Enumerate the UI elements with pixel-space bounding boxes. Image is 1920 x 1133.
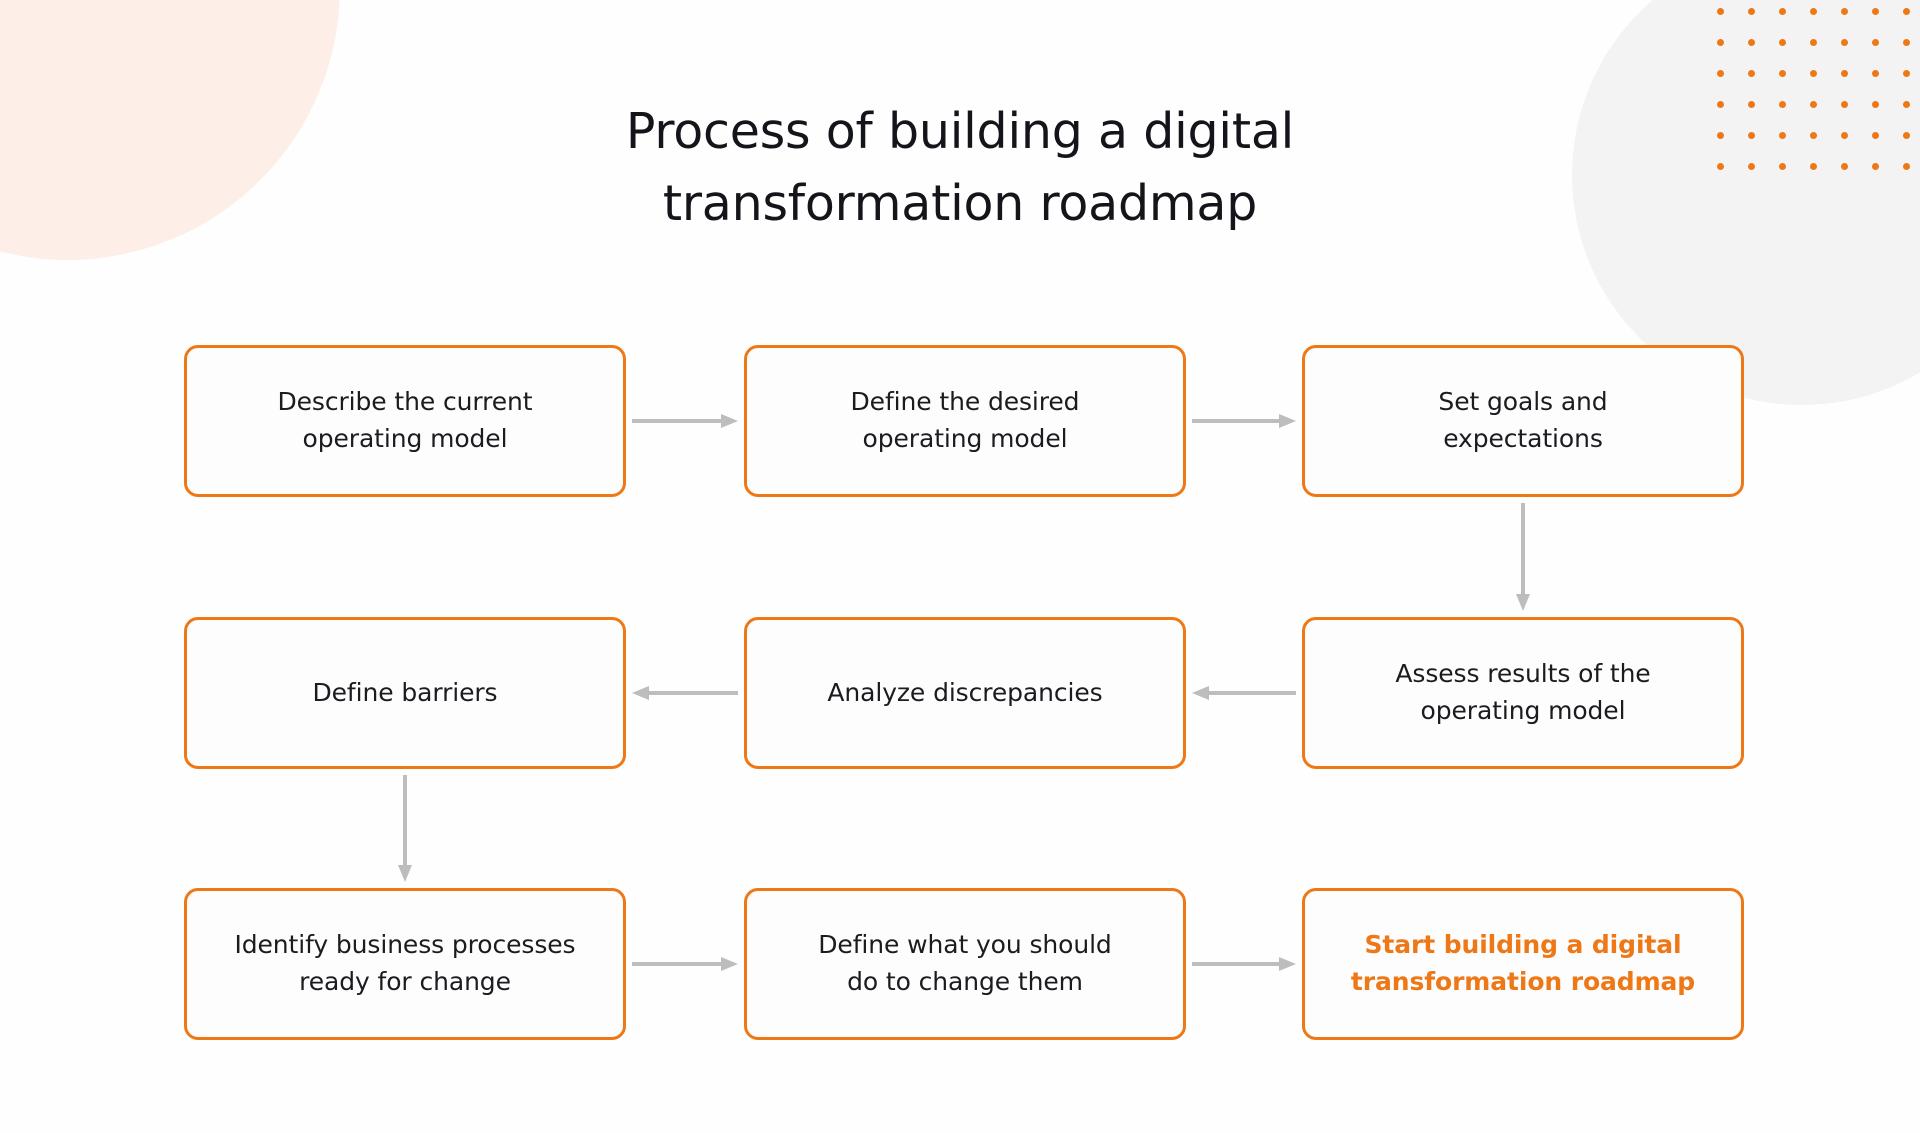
decorative-dot: [1810, 39, 1817, 46]
arrow-left-icon-n4-n5: [1192, 686, 1296, 700]
flow-node-analyze-discrepancies[interactable]: Analyze discrepancies: [744, 617, 1186, 769]
arrow-head: [721, 957, 738, 971]
arrow-shaft: [1192, 419, 1280, 423]
decorative-dot: [1748, 70, 1755, 77]
decorative-dot: [1872, 101, 1879, 108]
decorative-dot: [1903, 132, 1910, 139]
arrow-head: [1192, 686, 1209, 700]
decorative-dot: [1748, 8, 1755, 15]
flow-node-start-building-roadmap[interactable]: Start building a digital transformation …: [1302, 888, 1744, 1040]
arrow-shaft: [1521, 503, 1525, 595]
decorative-dot: [1841, 39, 1848, 46]
arrow-shaft: [1208, 691, 1296, 695]
arrow-shaft: [403, 775, 407, 866]
decorative-dot: [1779, 39, 1786, 46]
flow-node-assess-results-of-operating-model[interactable]: Assess results of the operating model: [1302, 617, 1744, 769]
decorative-dot: [1779, 8, 1786, 15]
arrow-head: [1279, 414, 1296, 428]
flow-node-define-desired-operating-model[interactable]: Define the desired operating model: [744, 345, 1186, 497]
decorative-dot: [1748, 132, 1755, 139]
flow-node-define-what-you-should-do[interactable]: Define what you should do to change them: [744, 888, 1186, 1040]
decorative-dot: [1717, 163, 1724, 170]
decorative-dot: [1903, 163, 1910, 170]
decorative-dot: [1748, 39, 1755, 46]
arrow-head: [398, 865, 412, 882]
decorative-dot: [1810, 132, 1817, 139]
decorative-dot: [1717, 70, 1724, 77]
decorative-dot: [1841, 70, 1848, 77]
decorative-dot: [1810, 8, 1817, 15]
arrow-head: [1516, 594, 1530, 611]
arrow-shaft: [648, 691, 738, 695]
arrow-down-icon-n6-n7: [398, 775, 412, 882]
decorative-dot: [1810, 70, 1817, 77]
arrow-right-icon-n2-n3: [1192, 414, 1296, 428]
arrow-right-icon-n8-n9: [1192, 957, 1296, 971]
arrow-head: [632, 686, 649, 700]
decorative-dot: [1872, 70, 1879, 77]
decorative-dot: [1748, 101, 1755, 108]
arrow-shaft: [632, 962, 722, 966]
decorative-dot: [1841, 101, 1848, 108]
flowchart: Describe the current operating model Def…: [184, 345, 1744, 1045]
decorative-dot: [1872, 39, 1879, 46]
decorative-dot: [1779, 163, 1786, 170]
page-title: Process of building a digital transforma…: [625, 103, 1295, 232]
arrow-left-icon-n5-n6: [632, 686, 738, 700]
arrow-shaft: [632, 419, 722, 423]
flow-node-describe-current-operating-model[interactable]: Describe the current operating model: [184, 345, 626, 497]
arrow-down-icon-n3-n4: [1516, 503, 1530, 611]
decorative-dot: [1779, 101, 1786, 108]
flow-node-define-barriers[interactable]: Define barriers: [184, 617, 626, 769]
arrow-head: [721, 414, 738, 428]
arrow-head: [1279, 957, 1296, 971]
decorative-dot: [1903, 101, 1910, 108]
decorative-dot: [1841, 132, 1848, 139]
arrow-shaft: [1192, 962, 1280, 966]
flow-node-identify-business-processes[interactable]: Identify business processes ready for ch…: [184, 888, 626, 1040]
decorative-dot: [1748, 163, 1755, 170]
decorative-dot: [1903, 39, 1910, 46]
decorative-dot: [1779, 132, 1786, 139]
arrow-right-icon-n7-n8: [632, 957, 738, 971]
decorative-dot: [1717, 39, 1724, 46]
decorative-dot: [1872, 132, 1879, 139]
flow-node-set-goals-and-expectations[interactable]: Set goals and expectations: [1302, 345, 1744, 497]
decorative-dot: [1717, 132, 1724, 139]
decorative-dot: [1810, 163, 1817, 170]
arrow-right-icon-n1-n2: [632, 414, 738, 428]
decorative-dot: [1779, 70, 1786, 77]
decorative-dot: [1841, 8, 1848, 15]
decorative-dot: [1903, 70, 1910, 77]
decorative-dot: [1872, 163, 1879, 170]
decorative-dot-grid: [1717, 8, 1917, 173]
decorative-dot: [1903, 8, 1910, 15]
decorative-dot: [1872, 8, 1879, 15]
decorative-dot: [1717, 8, 1724, 15]
decorative-dot: [1717, 101, 1724, 108]
decorative-dot: [1841, 163, 1848, 170]
decorative-dot: [1810, 101, 1817, 108]
